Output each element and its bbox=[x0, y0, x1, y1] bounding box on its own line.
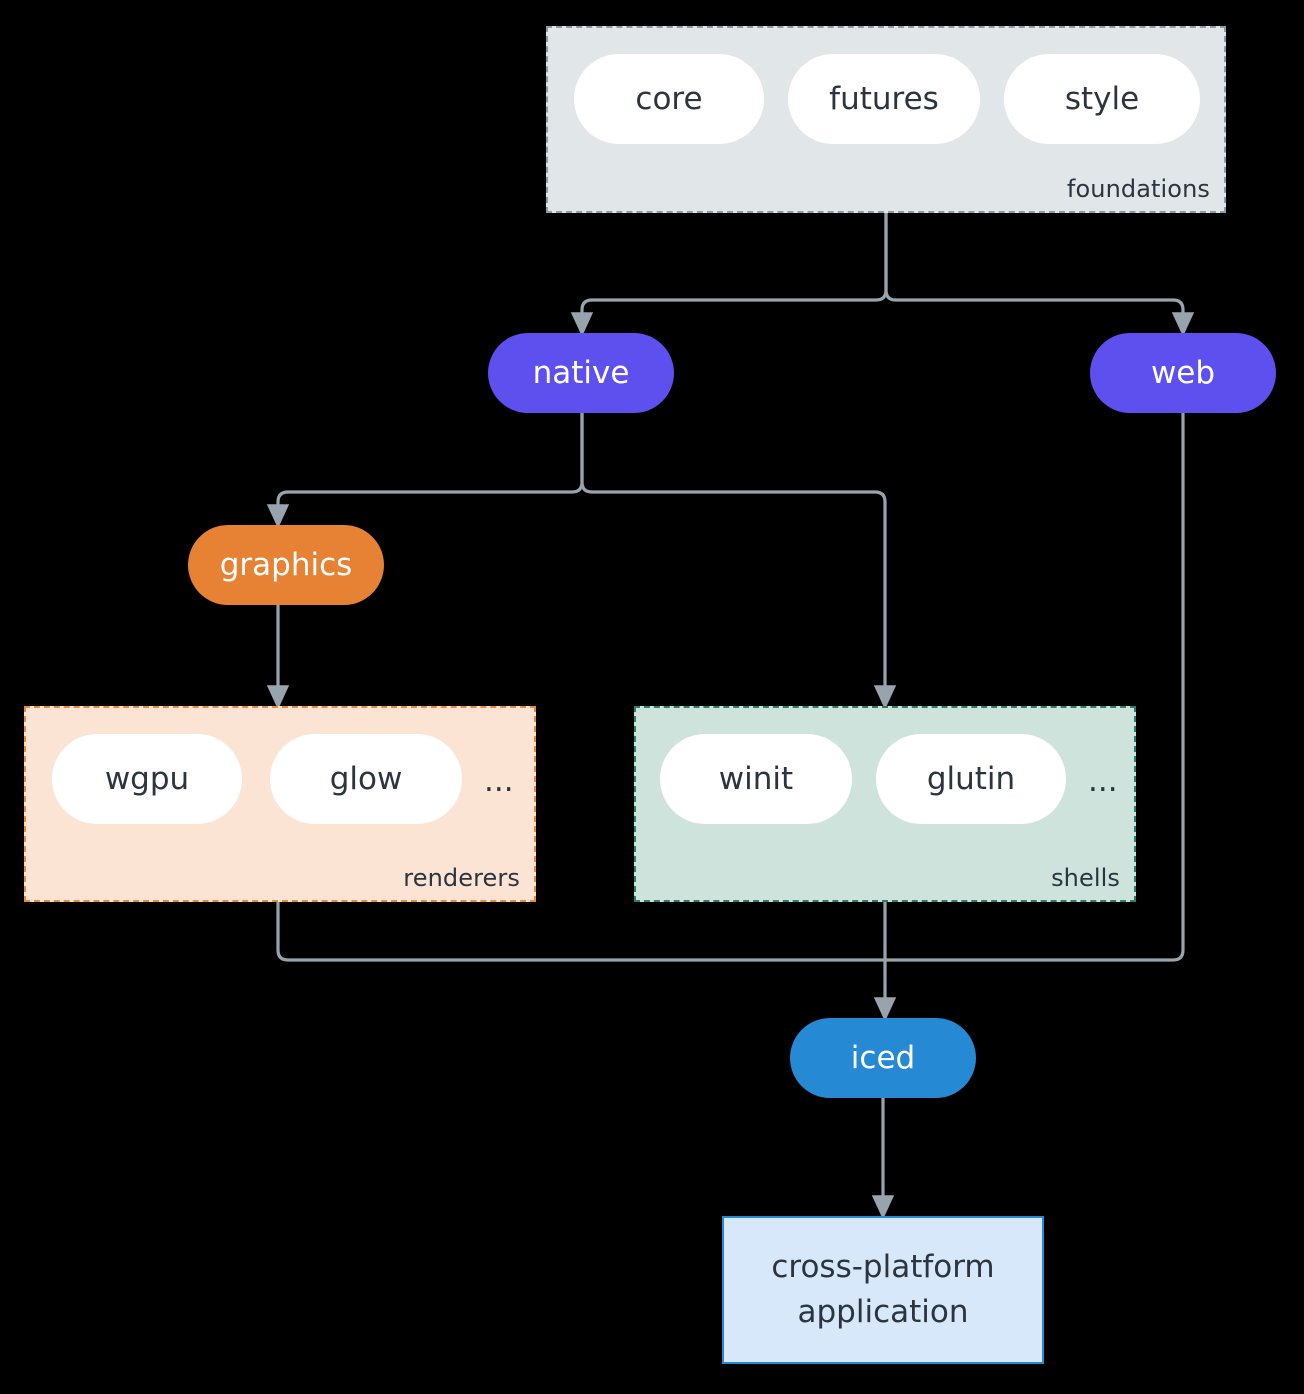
node-graphics[interactable]: graphics bbox=[188, 525, 384, 605]
application-line-2: application bbox=[797, 1294, 969, 1330]
cluster-label-foundations: foundations bbox=[1066, 175, 1210, 203]
cluster-label-shells: shells bbox=[1051, 864, 1120, 892]
application-line-1: cross-platform bbox=[771, 1249, 995, 1286]
edge-native-graphics bbox=[266, 413, 584, 529]
node-style[interactable]: style bbox=[1004, 54, 1200, 144]
edge-foundations-native bbox=[570, 213, 888, 337]
renderers-ellipsis: ... bbox=[484, 763, 514, 799]
cluster-label-renderers: renderers bbox=[403, 864, 520, 892]
node-cross-platform-application[interactable]: cross-platform application bbox=[722, 1216, 1044, 1364]
edge-native-shells bbox=[580, 413, 897, 710]
edge-foundations-web bbox=[884, 213, 1195, 337]
node-glow[interactable]: glow bbox=[270, 734, 462, 824]
cluster-foundations[interactable]: core futures style foundations bbox=[546, 26, 1226, 213]
node-web[interactable]: web bbox=[1090, 333, 1276, 413]
cluster-renderers[interactable]: wgpu glow ... renderers bbox=[24, 706, 536, 902]
cluster-shells[interactable]: winit glutin ... shells bbox=[634, 706, 1136, 902]
node-winit[interactable]: winit bbox=[660, 734, 852, 824]
node-futures[interactable]: futures bbox=[788, 54, 980, 144]
edge-renderers-iced bbox=[276, 902, 885, 962]
node-iced[interactable]: iced bbox=[790, 1018, 976, 1098]
node-wgpu[interactable]: wgpu bbox=[52, 734, 242, 824]
node-glutin[interactable]: glutin bbox=[876, 734, 1066, 824]
node-core[interactable]: core bbox=[574, 54, 764, 144]
node-native[interactable]: native bbox=[488, 333, 674, 413]
shells-ellipsis: ... bbox=[1088, 763, 1118, 799]
